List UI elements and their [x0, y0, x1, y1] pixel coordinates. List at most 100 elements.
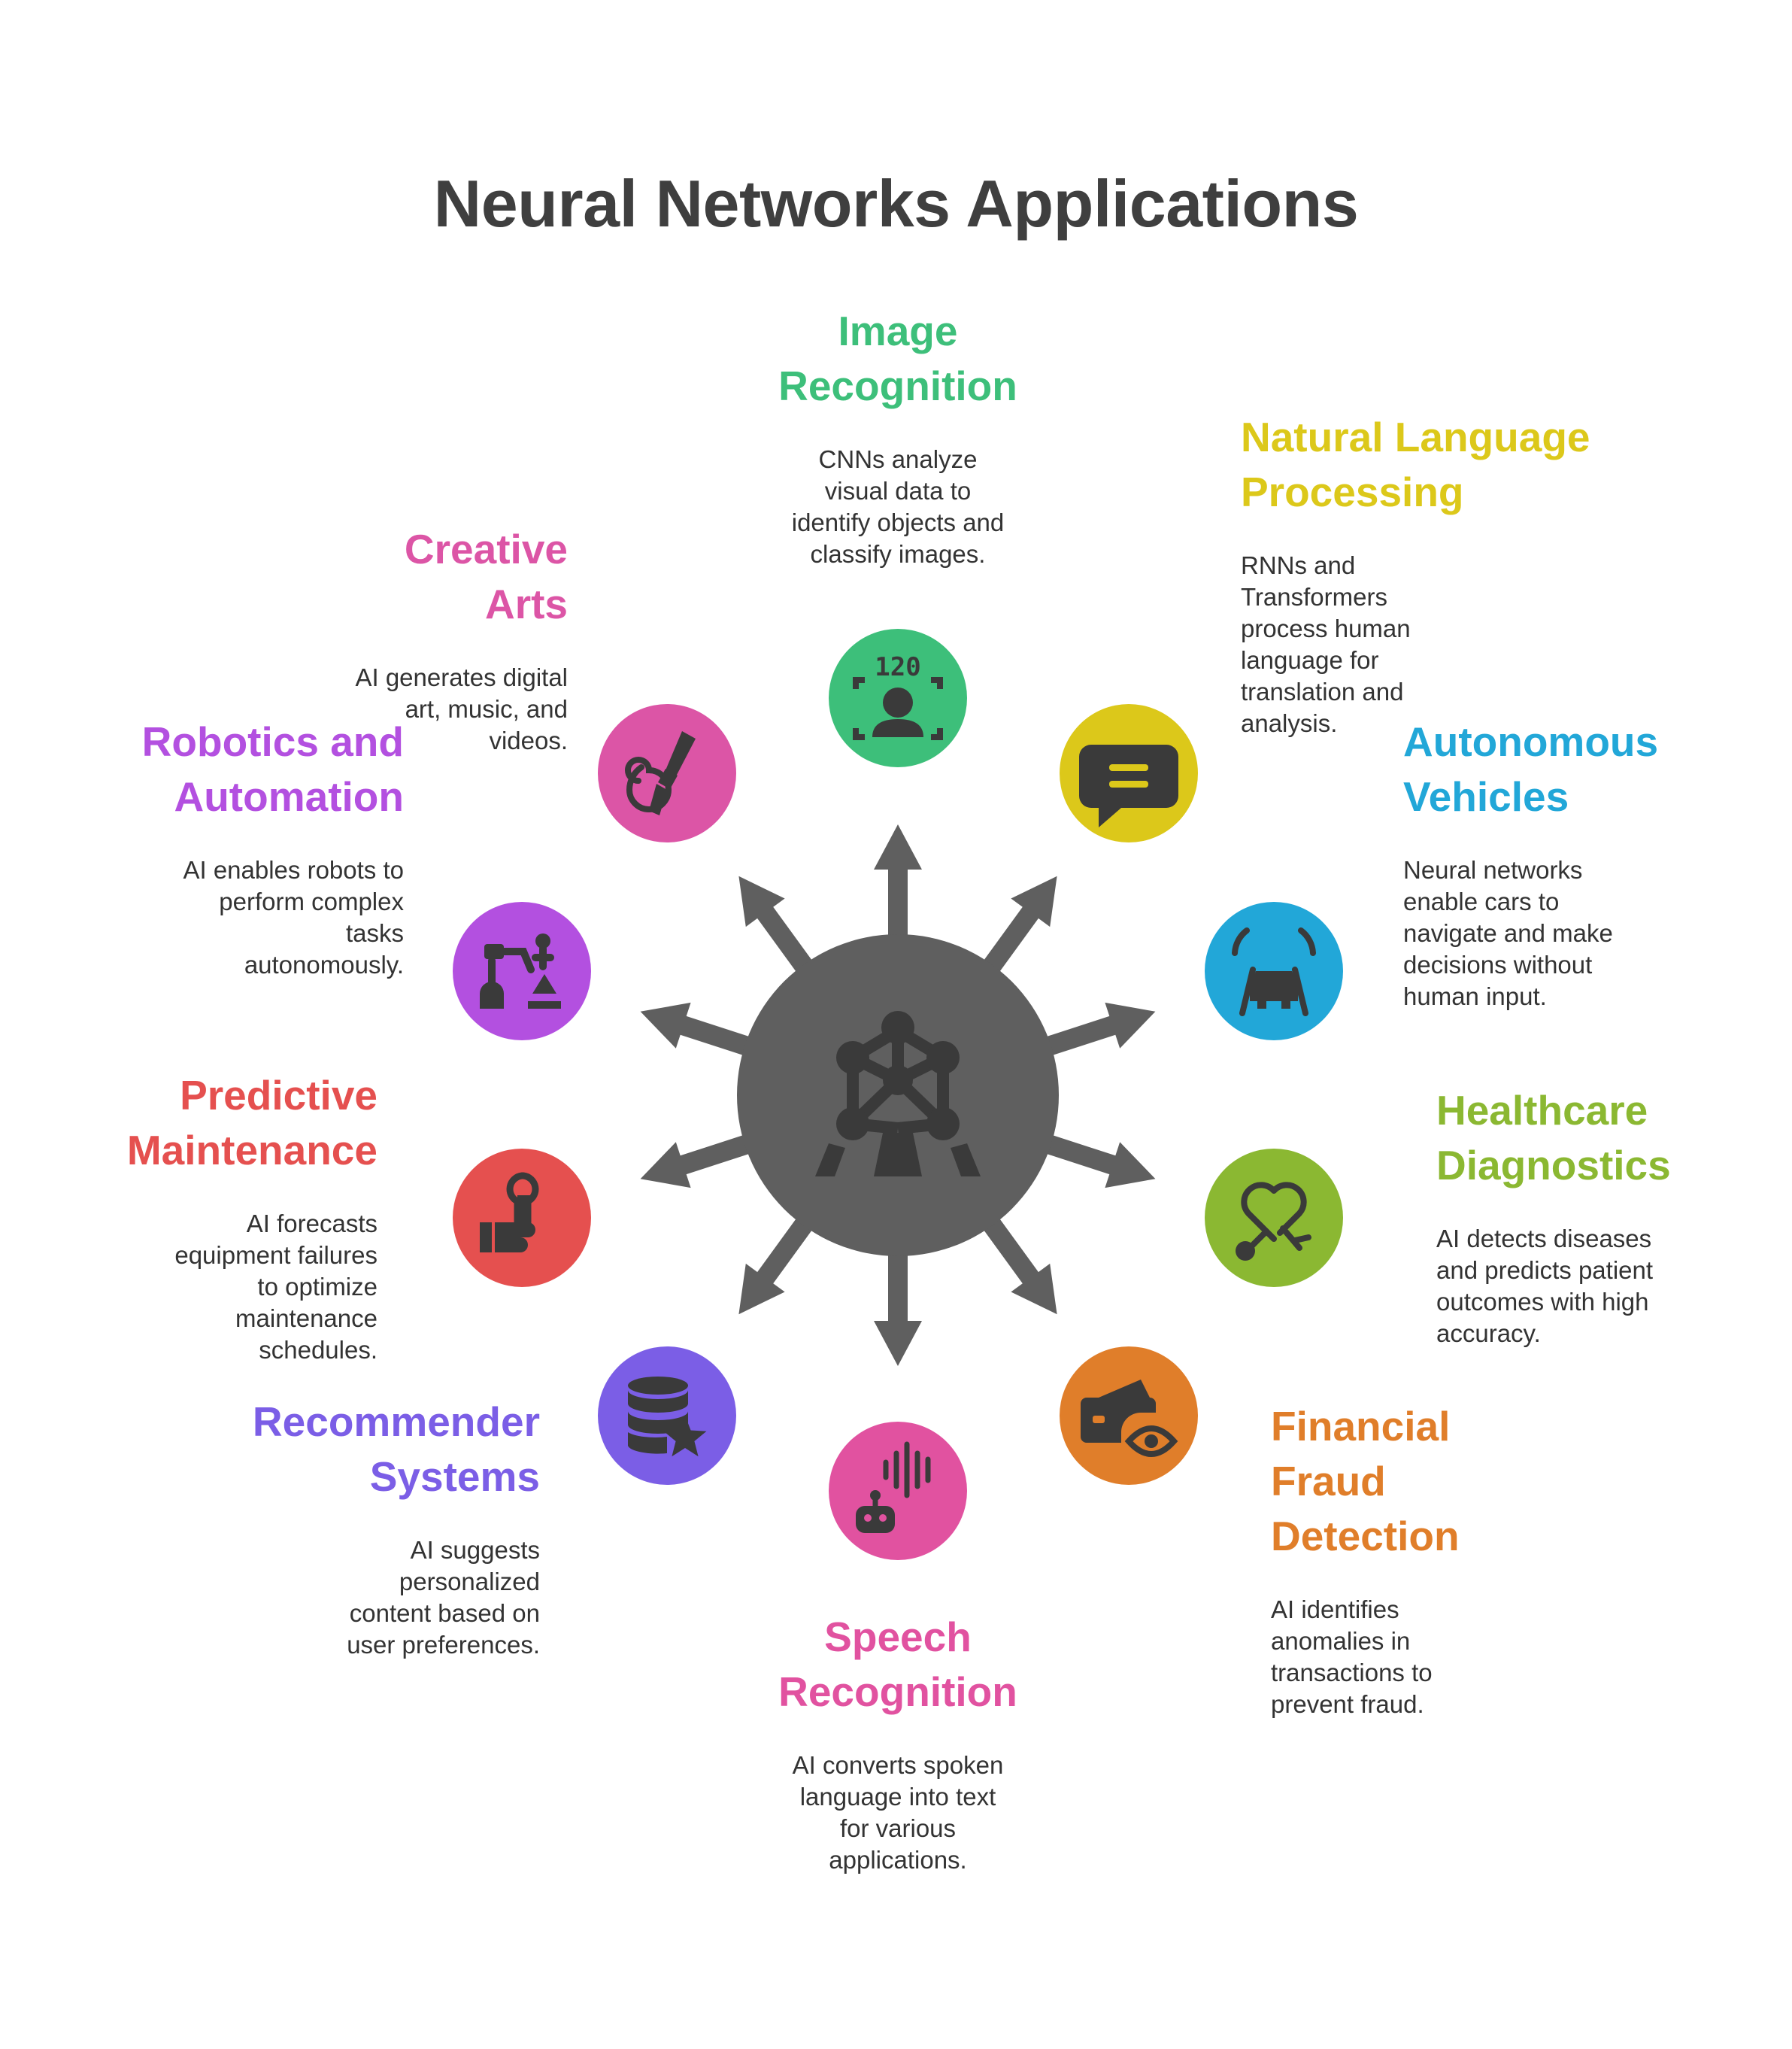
description-line: outcomes with high	[1436, 1288, 1649, 1316]
description-line: enable cars to	[1403, 888, 1560, 915]
creative-arts-node	[598, 704, 736, 842]
natural-language-processing-node	[1060, 704, 1198, 842]
financial-fraud-detection-node	[1060, 1346, 1198, 1485]
arrow-4	[974, 1205, 1057, 1315]
robotics-and-automation-circle	[453, 902, 591, 1040]
title-line: Recommender	[252, 1398, 540, 1445]
arrow-3	[1030, 1130, 1156, 1188]
recommender-systems-node	[598, 1346, 736, 1485]
description-line: videos.	[489, 727, 568, 754]
arrow-9	[738, 876, 822, 985]
description-line: Transformers	[1241, 583, 1387, 611]
description-line: human input.	[1403, 982, 1547, 1010]
description-line: art, music, and	[405, 695, 568, 723]
hand-wrench-icon	[480, 1172, 539, 1252]
description-line: and predicts patient	[1436, 1256, 1654, 1284]
robotics-and-automation-node	[453, 902, 591, 1040]
healthcare-diagnostics-node	[1205, 1149, 1343, 1287]
title-line: Speech	[824, 1613, 972, 1660]
image-recognition-node: 120	[829, 629, 967, 767]
brush-swirl-icon	[625, 731, 696, 815]
description-line: personalized	[399, 1568, 540, 1595]
description-line: schedules.	[259, 1336, 378, 1364]
arrow-5	[874, 1238, 922, 1366]
description-line: CNNs analyze	[818, 445, 978, 473]
description-line: analysis.	[1241, 709, 1338, 737]
speech-recognition-node	[829, 1422, 967, 1560]
title-line: Robotics and	[141, 718, 404, 765]
description-line: transactions to	[1271, 1659, 1433, 1686]
arrow-1	[974, 876, 1057, 985]
description-line: content based on	[349, 1599, 540, 1627]
face-scan-number: 120	[875, 652, 920, 682]
autonomous-vehicles-node	[1205, 902, 1343, 1040]
heart-stethoscope-icon	[1236, 1182, 1311, 1261]
description-line: accuracy.	[1436, 1319, 1541, 1347]
atomium-network-icon	[815, 1011, 981, 1176]
title-line: Automation	[174, 773, 404, 820]
title-line: Systems	[369, 1453, 540, 1500]
arrow-8	[640, 1002, 766, 1061]
description-line: language into text	[799, 1783, 996, 1811]
arrow-6	[738, 1205, 822, 1315]
title-line: Maintenance	[126, 1127, 378, 1173]
description-line: AI identifies	[1271, 1595, 1399, 1623]
description-line: AI generates digital	[355, 663, 568, 691]
car-road-icon	[1232, 927, 1316, 1016]
title-line: Fraud	[1271, 1458, 1386, 1504]
title-line: Arts	[484, 581, 568, 627]
arrow-7	[640, 1130, 766, 1188]
description-line: AI enables robots to	[183, 856, 404, 884]
description-line: equipment failures	[174, 1241, 378, 1269]
arrow-0	[874, 824, 922, 952]
title-line: Detection	[1271, 1513, 1460, 1559]
predictive-maintenance-node	[453, 1149, 591, 1287]
title-line: Vehicles	[1403, 773, 1569, 820]
description-line: autonomously.	[244, 951, 404, 979]
face-scan-icon: 120	[853, 652, 943, 740]
description-line: applications.	[829, 1846, 967, 1874]
creative-arts-description: AI generates digital art, music, and video…	[355, 662, 568, 757]
description-line: process human	[1241, 615, 1411, 642]
description-line: AI converts spoken	[792, 1751, 1004, 1779]
description-line: maintenance	[235, 1304, 378, 1332]
healthcare-diagnostics-circle	[1205, 1149, 1343, 1287]
description-line: decisions without	[1403, 951, 1593, 979]
recommender-systems-circle	[598, 1346, 736, 1485]
description-line: classify images.	[810, 540, 986, 568]
nodes-layer: 120	[453, 629, 1343, 1560]
robot-soundwave-icon	[856, 1441, 931, 1533]
description-line: translation and	[1241, 678, 1404, 706]
title-line: Diagnostics	[1436, 1142, 1671, 1188]
title-line: Predictive	[180, 1072, 378, 1119]
database-star-icon	[628, 1377, 707, 1457]
title-line: Financial	[1271, 1403, 1451, 1449]
description-line: to optimize	[257, 1273, 378, 1301]
page-title: Neural Networks Applications	[433, 166, 1359, 241]
title-line: Natural Language	[1241, 414, 1590, 460]
description-line: visual data to	[824, 477, 972, 505]
description-line: language for	[1241, 646, 1379, 674]
